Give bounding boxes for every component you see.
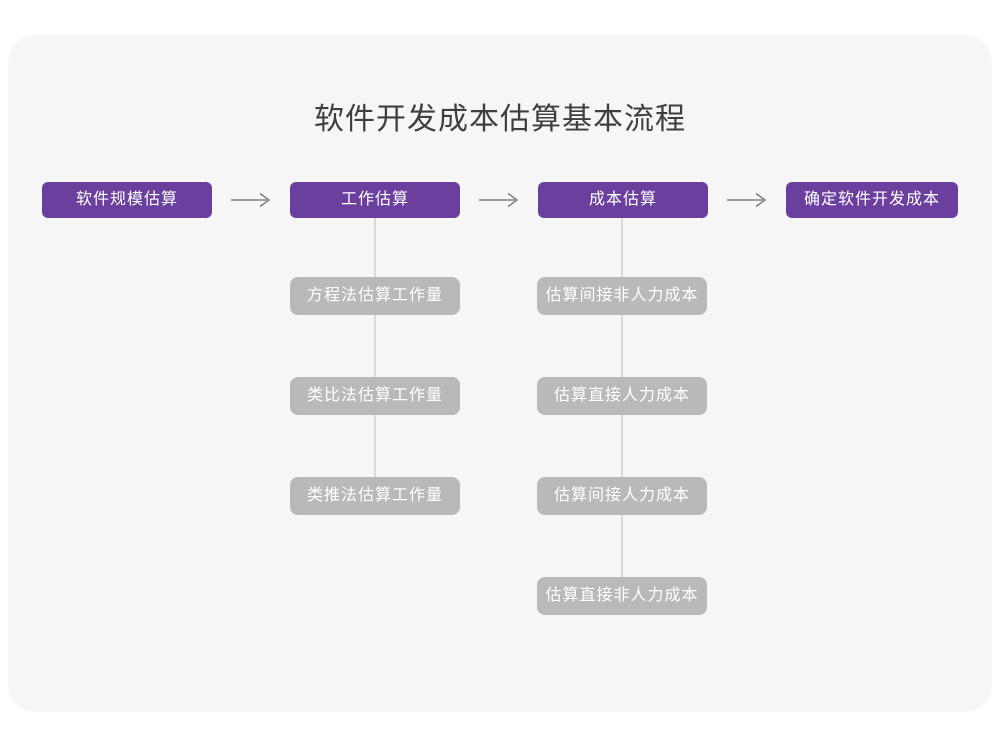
right-arrow-icon: [727, 192, 767, 208]
diagram-title: 软件开发成本估算基本流程: [314, 103, 686, 136]
sub-node-direct-nonlabor-cost: 估算直接非人力成本: [537, 577, 707, 615]
sub-node-extrapolation-method: 类推法估算工作量: [290, 477, 460, 515]
sub-node-direct-labor-cost: 估算直接人力成本: [537, 377, 707, 415]
sub-node-indirect-labor-cost: 估算间接人力成本: [537, 477, 707, 515]
flow-node-software-scale-estimation: 软件规模估算: [42, 182, 212, 218]
flow-node-cost-estimation: 成本估算: [538, 182, 708, 218]
sub-node-analogy-method: 类比法估算工作量: [290, 377, 460, 415]
right-arrow-icon: [231, 192, 271, 208]
flow-node-work-estimation: 工作估算: [290, 182, 460, 218]
sub-node-equation-method: 方程法估算工作量: [290, 277, 460, 315]
diagram-panel: [8, 35, 992, 712]
flow-node-determine-development-cost: 确定软件开发成本: [786, 182, 958, 218]
connector-line-work: [374, 218, 376, 496]
sub-node-indirect-nonlabor-cost: 估算间接非人力成本: [537, 277, 707, 315]
right-arrow-icon: [479, 192, 519, 208]
